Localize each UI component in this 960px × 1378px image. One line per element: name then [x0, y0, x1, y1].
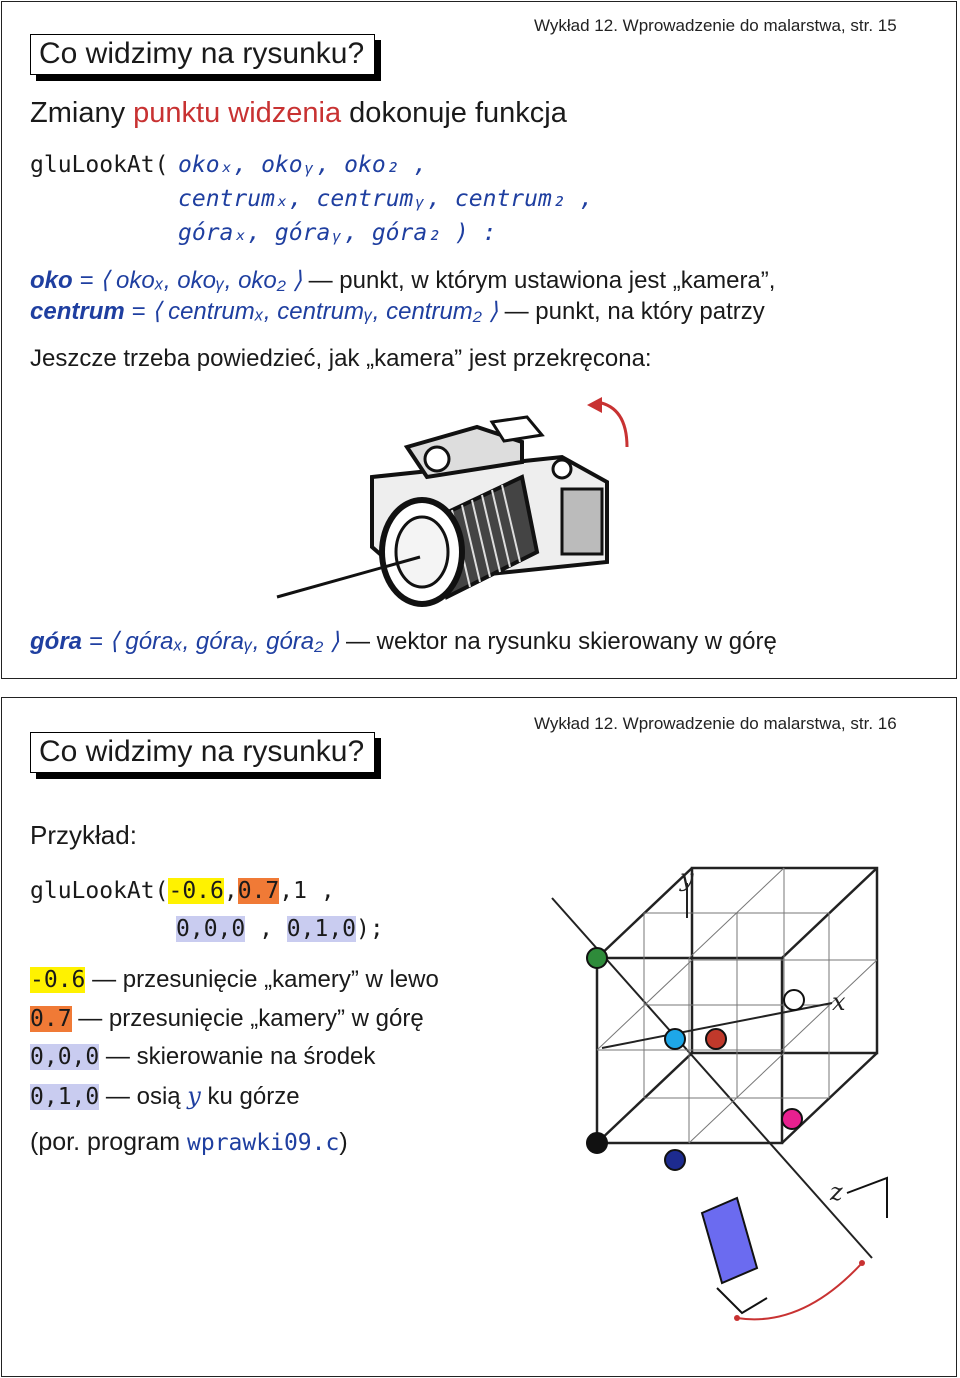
- def-centrum: centrum = ⟨ centrumₓ, centrumᵧ, centrum₂…: [30, 297, 765, 326]
- ref-file: wprawki09.c: [187, 1130, 340, 1156]
- slide-header: Wykład 12. Wprowadzenie do malarstwa, st…: [534, 714, 897, 733]
- item-4: 0,1,0 — osią y ku górze: [30, 1082, 300, 1111]
- y-axis-label: y: [679, 864, 694, 892]
- camera-illustration: [276, 397, 629, 607]
- vertex-red: [705, 1028, 727, 1050]
- slide-15: Wykład 12. Wprowadzenie do malarstwa, st…: [1, 1, 957, 679]
- item-text: — przesunięcie „kamery” w lewo: [92, 966, 439, 993]
- vertex-navy: [664, 1149, 686, 1171]
- item-text: — skierowanie na środek: [105, 1043, 376, 1070]
- item-code: 0,0,0: [30, 1044, 100, 1070]
- slide-title: Co widzimy na rysunku?: [30, 732, 376, 773]
- call-sep: ,: [223, 878, 238, 904]
- call-arg-b: 0.7: [237, 878, 280, 904]
- example-label: Przykład:: [30, 820, 137, 850]
- vertex-black: [586, 1132, 608, 1154]
- def-centrum-desc: — punkt, na który patrzy: [504, 298, 765, 325]
- note-line: Jeszcze trzeba powiedzieć, jak „kamera” …: [30, 345, 652, 372]
- def-oko-desc: — punkt, w którym ustawiona jest „kamera…: [308, 267, 776, 294]
- camera-frustum-icons: [700, 1176, 888, 1321]
- intro-post: dokonuje funkcja: [341, 97, 567, 129]
- call-end: );: [356, 916, 384, 942]
- call-arg-a: -0.6: [168, 878, 224, 904]
- item-2: 0.7 — przesunięcie „kamery” w górę: [30, 1005, 424, 1033]
- def-gora-vec: = ⟨ góraₓ, góraᵧ, góra₂ ⟩: [88, 628, 340, 655]
- call-arg-c: 0,0,0: [176, 916, 246, 942]
- rotation-arrow-icon: [596, 400, 629, 448]
- intro-line: Zmiany punktu widzenia dokonuje funkcja: [30, 97, 567, 130]
- example-call-line1: gluLookAt(-0.6,0.7,1 ,: [30, 878, 335, 904]
- code-fn: gluLookAt(: [30, 152, 169, 178]
- def-gora-term: góra: [30, 628, 83, 655]
- item-3: 0,0,0 — skierowanie na środek: [30, 1043, 375, 1071]
- x-axis-label: x: [832, 988, 846, 1016]
- intro-pre: Zmiany: [30, 97, 134, 129]
- def-centrum-term: centrum: [30, 298, 125, 325]
- slide-16: Wykład 12. Wprowadzenie do malarstwa, st…: [1, 697, 957, 1377]
- item-var: y: [187, 1082, 201, 1110]
- call-rest: ,1 ,: [279, 878, 335, 904]
- item-1: -0.6 — przesunięcie „kamery” w lewo: [30, 966, 439, 994]
- vertex-green: [586, 947, 608, 969]
- def-oko-vec: = ⟨ okoₓ, okoᵧ, oko₂ ⟩: [79, 267, 302, 294]
- cube-diagram: y x z: [551, 864, 888, 1321]
- item-code: -0.6: [30, 967, 86, 993]
- slide-title: Co widzimy na rysunku?: [30, 34, 376, 75]
- call-arg-d: 0,1,0: [286, 916, 357, 942]
- intro-highlight: punktu widzenia: [133, 97, 342, 129]
- item-code: 0,1,0: [30, 1084, 100, 1110]
- example-call-line2: 0,0,0 , 0,1,0);: [176, 916, 384, 942]
- item-text: — przesunięcie „kamery” w górę: [78, 1005, 424, 1032]
- item-text: — osią: [105, 1083, 181, 1110]
- def-oko-term: oko: [30, 267, 73, 294]
- vertex-magenta: [781, 1108, 803, 1130]
- code-line2: centrumₓ, centrumᵧ, centrum₂ ,: [178, 186, 594, 212]
- call-sep2: ,: [245, 916, 287, 942]
- slide-header: Wykład 12. Wprowadzenie do malarstwa, st…: [534, 16, 897, 35]
- def-centrum-vec: = ⟨ centrumₓ, centrumᵧ, centrum₂ ⟩: [131, 298, 498, 325]
- code-line1: okoₓ, okoᵧ, oko₂ ,: [178, 152, 428, 178]
- item-tail: ku górze: [207, 1083, 300, 1110]
- def-oko: oko = ⟨ okoₓ, okoᵧ, oko₂ ⟩ — punkt, w kt…: [30, 266, 775, 295]
- def-gora: góra = ⟨ góraₓ, góraᵧ, góra₂ ⟩ — wektor …: [30, 627, 777, 656]
- z-axis-label: z: [829, 1178, 843, 1206]
- vertex-white: [783, 989, 805, 1011]
- def-gora-desc: — wektor na rysunku skierowany w górę: [346, 628, 777, 655]
- camera-icon: [276, 415, 609, 607]
- program-ref: (por. program wprawki09.c): [30, 1128, 348, 1157]
- item-code: 0.7: [30, 1006, 72, 1032]
- ref-pre: (por. program: [30, 1128, 188, 1156]
- ref-post: ): [339, 1128, 348, 1156]
- vertex-cyan: [664, 1028, 686, 1050]
- call-fn: gluLookAt(: [30, 878, 169, 904]
- code-line3: góraₓ, góraᵧ, góra₂ ) :: [178, 220, 497, 246]
